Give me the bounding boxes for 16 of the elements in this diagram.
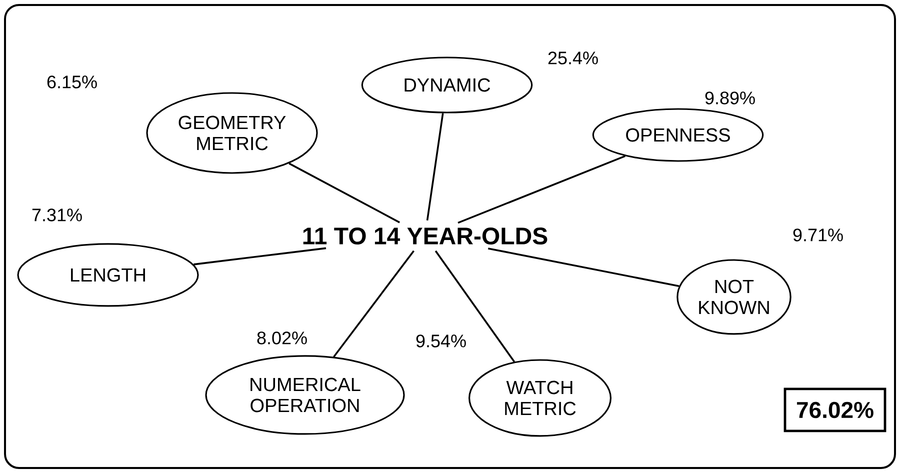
connector-line — [288, 162, 400, 224]
percentage-label: 8.02% — [257, 332, 307, 344]
connector-line — [458, 155, 626, 224]
connector-line — [333, 250, 414, 358]
percentage-label: 9.54% — [416, 334, 466, 348]
connector-line — [434, 250, 516, 362]
percentage-label: 6.15% — [47, 76, 97, 88]
connector-line — [488, 248, 680, 288]
percentage-label: 25.4% — [548, 52, 598, 64]
percentage-label: 9.71% — [793, 228, 843, 242]
connector-line — [194, 247, 326, 266]
connector-line — [426, 113, 444, 220]
center-label: 11 TO 14 YEAR-OLDS — [303, 228, 548, 244]
total-box: 76.02% — [784, 388, 886, 432]
percentage-label: 9.89% — [705, 92, 755, 104]
percentage-label: 7.31% — [32, 208, 82, 222]
